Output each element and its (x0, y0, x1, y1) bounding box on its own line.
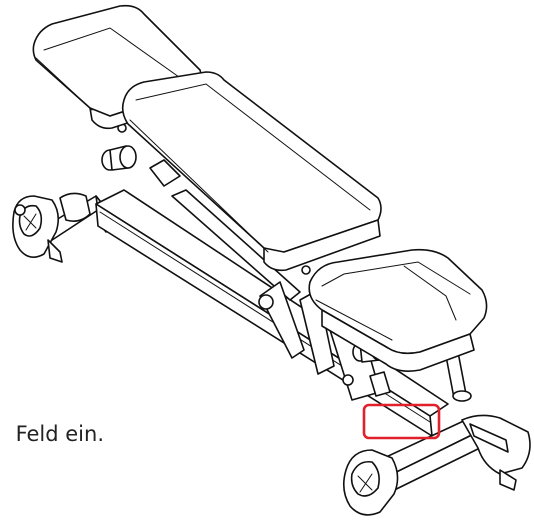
highlight-box (362, 403, 441, 440)
seat-pad (308, 248, 488, 372)
rear-stabilizer (12, 192, 107, 263)
instruction-caption: Feld ein. (15, 422, 104, 446)
back-pad (121, 71, 382, 272)
front-stabilizer (342, 414, 531, 516)
